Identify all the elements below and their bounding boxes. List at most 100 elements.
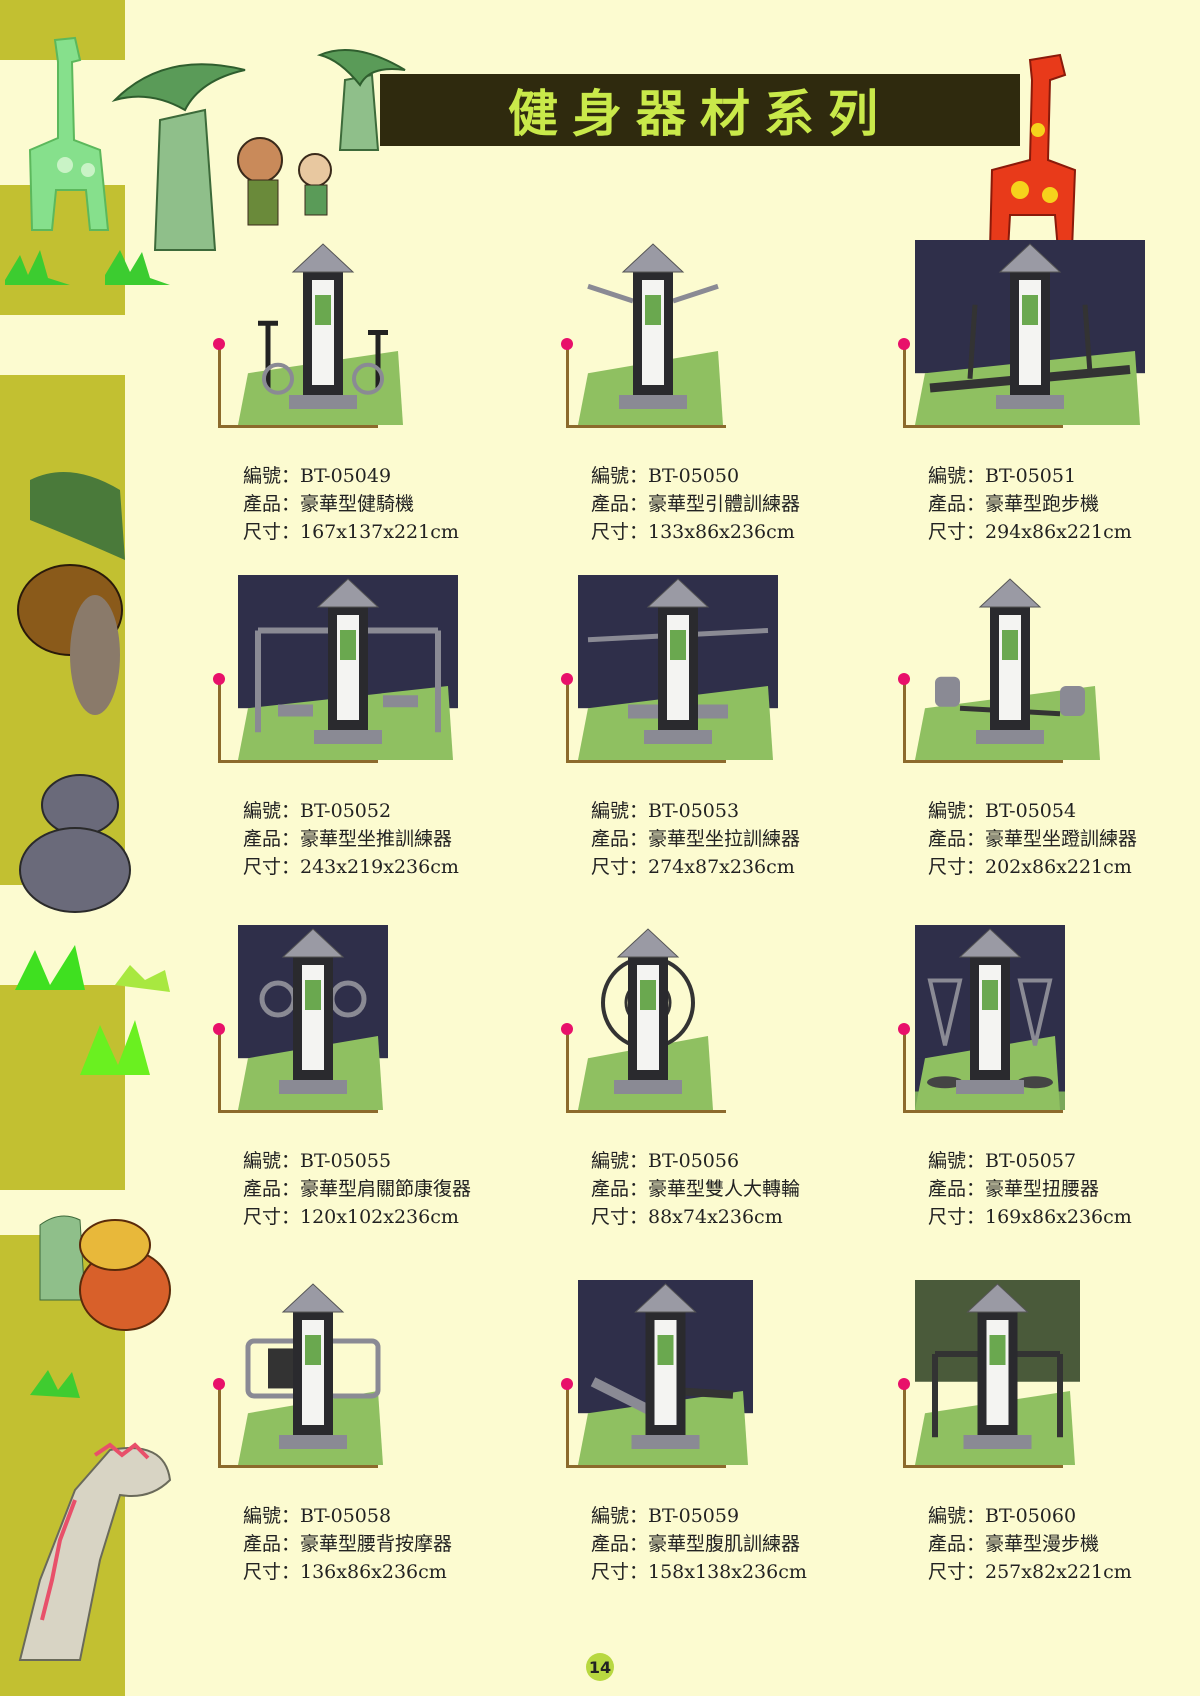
bike-trainer-icon [238,240,408,429]
frame-line [566,1033,569,1113]
dinosaur-drawing-icon [39,1215,171,1331]
bullet-dot [898,1023,910,1035]
product-code: 編號：BT-05054 [928,800,1077,822]
product-name: 產品：豪華型坐蹬訓練器 [928,828,1138,850]
product-code: 編號：BT-05058 [243,1505,392,1527]
product-size: 尺寸：133x86x236cm [591,521,795,543]
product-code: 編號：BT-05055 [243,1150,392,1172]
bullet-dot [561,1023,573,1035]
bullet-dot [213,1023,225,1035]
palm-tree-icon [316,49,406,151]
bullet-dot [213,338,225,350]
big-wheel-icon [578,925,718,1114]
koala-icon [19,774,131,913]
frame-line [218,348,221,428]
seated-push-icon [238,575,458,764]
product-info: 編號：BT-05052 產品：豪華型坐推訓練器尺寸：243x219x236cm [243,797,459,881]
grass-icon [115,965,170,992]
shoulder-wheel-icon [238,925,388,1114]
product-info: 編號：BT-05056 產品：豪華型雙人大轉輪尺寸：88x74x236cm [591,1147,800,1231]
product-name: 產品：豪華型健騎機 [243,493,415,515]
product-info: 編號：BT-05059 產品：豪華型腹肌訓練器尺寸：158x138x236cm [591,1502,807,1586]
product-code: 編號：BT-05057 [928,1150,1077,1172]
product-size: 尺寸：120x102x236cm [243,1206,459,1228]
product-card: 編號：BT-05056 產品：豪華型雙人大轉輪尺寸：88x74x236cm [561,925,866,1255]
product-name: 產品：豪華型雙人大轉輪 [591,1178,801,1200]
air-walker-icon [915,1280,1080,1469]
bullet-dot [898,1378,910,1390]
grass-icon [30,1370,80,1398]
product-code: 編號：BT-05053 [591,800,740,822]
frame-line [218,1465,378,1468]
green-giraffe-icon [28,36,110,231]
product-info: 編號：BT-05054 產品：豪華型坐蹬訓練器尺寸：202x86x221cm [928,797,1137,881]
product-code: 編號：BT-05060 [928,1505,1077,1527]
grass-icon [15,945,110,990]
grass-icon [5,250,70,285]
product-code: 編號：BT-05059 [591,1505,740,1527]
product-name: 產品：豪華型坐推訓練器 [243,828,453,850]
title-banner: 健身器材系列 [380,74,1020,146]
product-name: 產品：豪華型腹肌訓練器 [591,1533,801,1555]
product-name: 產品：豪華型肩關節康復器 [243,1178,472,1200]
frame-line [218,1388,221,1468]
product-code: 編號：BT-05056 [591,1150,740,1172]
product-size: 尺寸：257x82x221cm [928,1561,1132,1583]
stripe [0,985,125,1190]
product-size: 尺寸：158x138x236cm [591,1561,807,1583]
frame-line [218,683,221,763]
product-name: 產品：豪華型跑步機 [928,493,1100,515]
page-title: 健身器材系列 [508,84,892,143]
frame-line [566,1110,726,1113]
palm-tree-icon [111,63,246,251]
frame-line [218,425,378,428]
bullet-dot [898,673,910,685]
bullet-dot [898,338,910,350]
seated-pull-icon [578,575,778,764]
product-size: 尺寸：169x86x236cm [928,1206,1132,1228]
koala-icon [17,472,125,715]
product-size: 尺寸：274x87x236cm [591,856,795,878]
bullet-dot [561,1378,573,1390]
product-name: 產品：豪華型引體訓練器 [591,493,801,515]
red-giraffe-icon [988,53,1077,251]
waist-twister-icon [915,925,1065,1114]
product-size: 尺寸：243x219x236cm [243,856,459,878]
frame-line [566,425,726,428]
leg-press-icon [915,575,1105,764]
product-code: 編號：BT-05052 [243,800,392,822]
page-number: 14 [586,1653,614,1681]
frame-line [903,1110,1063,1113]
frame-line [566,348,569,428]
frame-line [903,1465,1063,1468]
grass-icon [80,1020,150,1075]
bullet-dot [213,1378,225,1390]
frame-line [218,1033,221,1113]
frame-line [903,760,1063,763]
product-info: 編號：BT-05049 產品：豪華型健騎機尺寸：167x137x221cm [243,462,459,546]
product-code: 編號：BT-05049 [243,465,392,487]
product-size: 尺寸：167x137x221cm [243,521,459,543]
frame-line [903,348,906,428]
frame-line [566,1388,569,1468]
bullet-dot [213,673,225,685]
product-card: 編號：BT-05052 產品：豪華型坐推訓練器尺寸：243x219x236cm [213,575,518,905]
frame-line [903,683,906,763]
product-info: 編號：BT-05050 產品：豪華型引體訓練器尺寸：133x86x236cm [591,462,800,546]
product-code: 編號：BT-05050 [591,465,740,487]
product-size: 尺寸：202x86x221cm [928,856,1132,878]
frame-line [566,1465,726,1468]
dragon-drawing-icon [18,1442,172,1661]
pull-up-trainer-icon [578,240,728,429]
product-size: 尺寸：88x74x236cm [591,1206,783,1228]
bullet-dot [561,673,573,685]
product-card: 編號：BT-05055 產品：豪華型肩關節康復器尺寸：120x102x236cm [213,925,518,1255]
